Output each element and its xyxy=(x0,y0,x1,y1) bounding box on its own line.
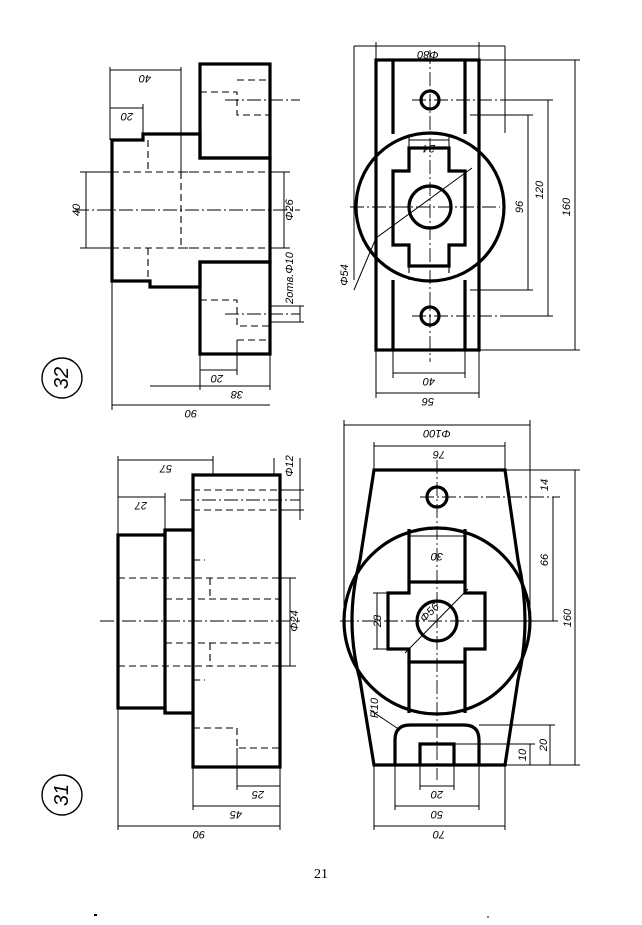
dim-fig32-160: 160 xyxy=(561,197,573,216)
dim-fig32-20-top: 20 xyxy=(120,110,134,122)
dim-fig32-96: 96 xyxy=(514,200,526,213)
fig32-plan-dimension-lines xyxy=(353,42,580,398)
dim-fig31-66: 66 xyxy=(539,553,551,566)
dim-fig32-phi26: Φ26 xyxy=(284,198,296,220)
dim-fig31-phi100: Φ100 xyxy=(422,427,450,439)
figure-32-number: 32 xyxy=(51,367,73,389)
dim-fig31-76: 76 xyxy=(432,448,445,460)
dim-fig31-160: 160 xyxy=(562,608,574,627)
dim-fig32-40-left: 40 xyxy=(71,203,83,216)
figure-32-label: 32 xyxy=(41,357,83,399)
dim-fig32-20-bottom: 20 xyxy=(210,372,224,384)
fig31-dimension-texts: 57 27 Φ12 Φ24 25 45 90 Φ100 76 14 66 160… xyxy=(134,427,574,840)
fig32-plan-view xyxy=(350,50,506,362)
fig31-plan-dimension-lines xyxy=(343,420,580,830)
dim-fig31-phi24: Φ24 xyxy=(289,610,301,631)
dim-fig32-40-top: 40 xyxy=(138,72,151,84)
dim-fig32-40-bottom: 40 xyxy=(422,375,435,387)
dim-fig31-14: 14 xyxy=(539,479,551,491)
fig32-dimension-texts: 40 20 40 Φ26 2отв.Φ10 20 38 90 Φ80 24 96… xyxy=(71,48,573,419)
figure-31-number: 31 xyxy=(51,784,73,806)
fig31-side-dimension-lines xyxy=(117,456,304,830)
dim-fig32-24: 24 xyxy=(423,142,436,154)
dim-fig31-10: 10 xyxy=(517,748,529,761)
page-number: 21 xyxy=(314,867,328,882)
dim-fig32-phi80: Φ80 xyxy=(416,48,438,60)
figure-31-label: 31 xyxy=(41,774,83,816)
dim-fig31-57: 57 xyxy=(159,462,172,474)
dim-fig31-20-side: 20 xyxy=(538,738,550,752)
dim-fig32-38: 38 xyxy=(230,388,243,400)
dim-fig32-holes: 2отв.Φ10 xyxy=(284,251,296,305)
dim-fig31-90: 90 xyxy=(192,828,205,840)
dim-fig31-r10: R10 xyxy=(369,697,381,718)
dim-fig31-27: 27 xyxy=(134,499,148,511)
dim-fig32-90: 90 xyxy=(184,407,197,419)
dim-fig31-30: 30 xyxy=(430,550,443,562)
dim-fig32-120: 120 xyxy=(534,180,546,199)
dim-fig31-45: 45 xyxy=(229,808,242,820)
dim-fig31-20-slot: 20 xyxy=(430,788,444,800)
dim-fig31-28: 28 xyxy=(372,614,384,628)
dim-fig31-50: 50 xyxy=(430,808,443,820)
fig32-side-view xyxy=(75,62,300,356)
fig31-side-view xyxy=(100,473,300,769)
dim-fig32-56: 56 xyxy=(421,395,434,407)
fig32-side-dimension-lines xyxy=(80,67,304,410)
dim-fig31-25: 25 xyxy=(251,788,265,800)
dim-fig31-phi12: Φ12 xyxy=(284,455,296,476)
dim-fig32-phi54: Φ54 xyxy=(339,264,351,285)
dim-fig31-70: 70 xyxy=(432,828,445,840)
